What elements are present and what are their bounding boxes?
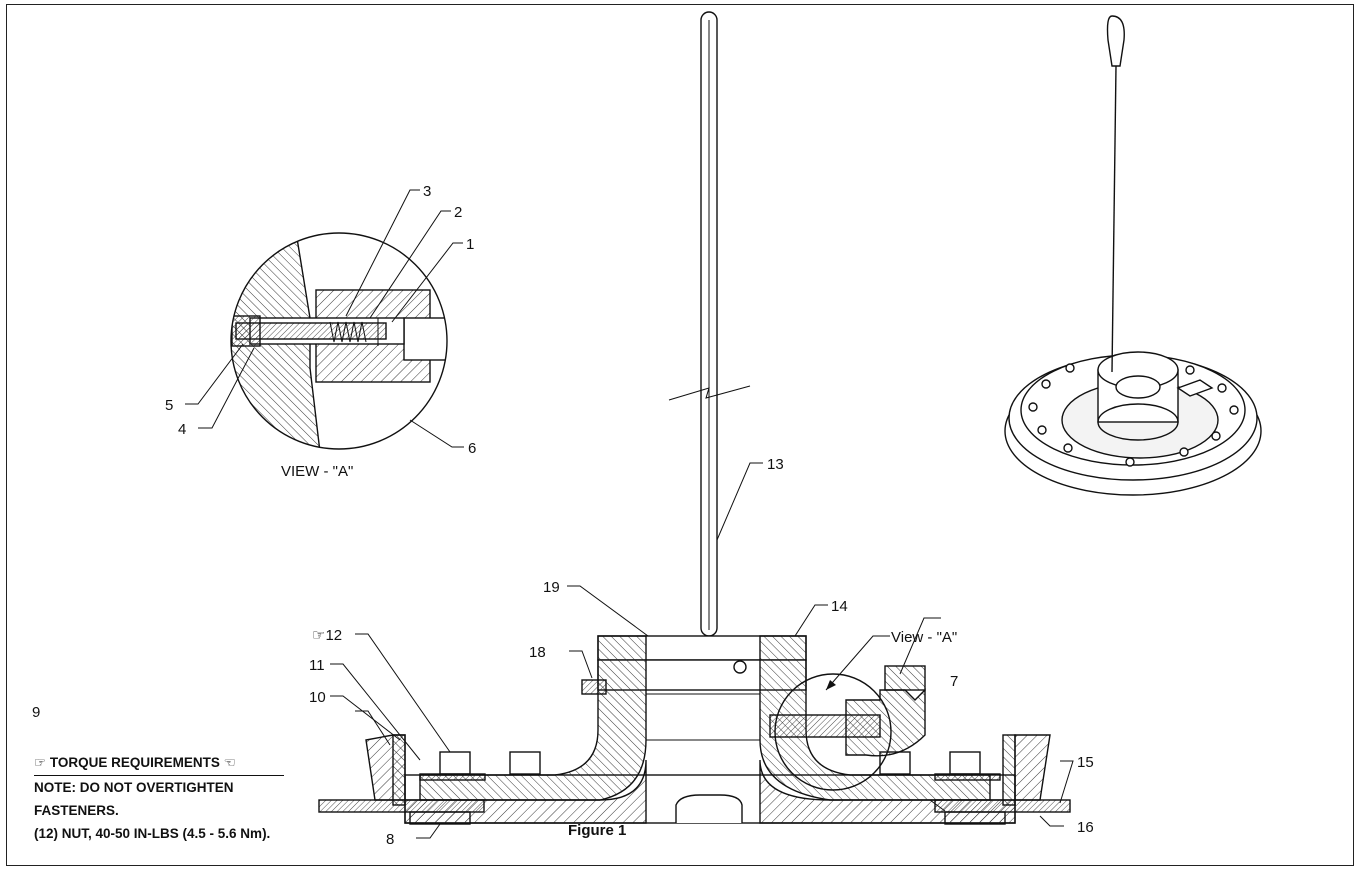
label-2: 2 <box>454 204 462 221</box>
label-15: 15 <box>1077 754 1094 771</box>
label-14: 14 <box>831 598 848 615</box>
label-7: 7 <box>950 673 958 690</box>
part-labels: 3 2 1 5 4 6 VIEW - "A" 13 19 14 18 ☞12 1… <box>32 183 1094 848</box>
label-16: 16 <box>1077 819 1094 836</box>
torque-note-line2: FASTENERS. <box>34 803 119 818</box>
torque-note-line3: (12) NUT, 40-50 IN-LBS (4.5 - 5.6 Nm). <box>34 826 271 841</box>
detail-leaders <box>185 189 464 448</box>
label-4: 4 <box>178 421 186 438</box>
label-12: ☞12 <box>312 627 342 644</box>
nut-icons <box>419 751 1001 781</box>
label-8: 8 <box>386 831 394 848</box>
torque-heading: ☞ TORQUE REQUIREMENTS ☜ <box>34 751 284 776</box>
label-11: 11 <box>309 657 325 674</box>
isometric-view <box>1004 15 1262 496</box>
bolt-icons <box>1028 363 1239 467</box>
drawing-frame <box>6 4 1354 866</box>
main-section <box>318 11 1071 825</box>
main-leaders <box>330 462 1074 839</box>
label-5: 5 <box>165 397 173 414</box>
torque-notes: ☞ TORQUE REQUIREMENTS ☜ NOTE: DO NOT OVE… <box>34 751 294 845</box>
label-18: 18 <box>529 644 546 661</box>
label-10: 10 <box>309 689 326 706</box>
label-13: 13 <box>767 456 784 473</box>
label-6: 6 <box>468 440 476 457</box>
callout-view-label: View - "A" <box>891 629 957 646</box>
label-9: 9 <box>32 704 40 721</box>
figure-caption: Figure 1 <box>568 822 627 839</box>
detail-view-label: VIEW - "A" <box>281 463 353 480</box>
label-1: 1 <box>466 236 474 253</box>
torque-note-line1: NOTE: DO NOT OVERTIGHTEN <box>34 780 234 795</box>
label-3: 3 <box>423 183 431 200</box>
label-19: 19 <box>543 579 560 596</box>
detail-view-a <box>230 232 448 450</box>
